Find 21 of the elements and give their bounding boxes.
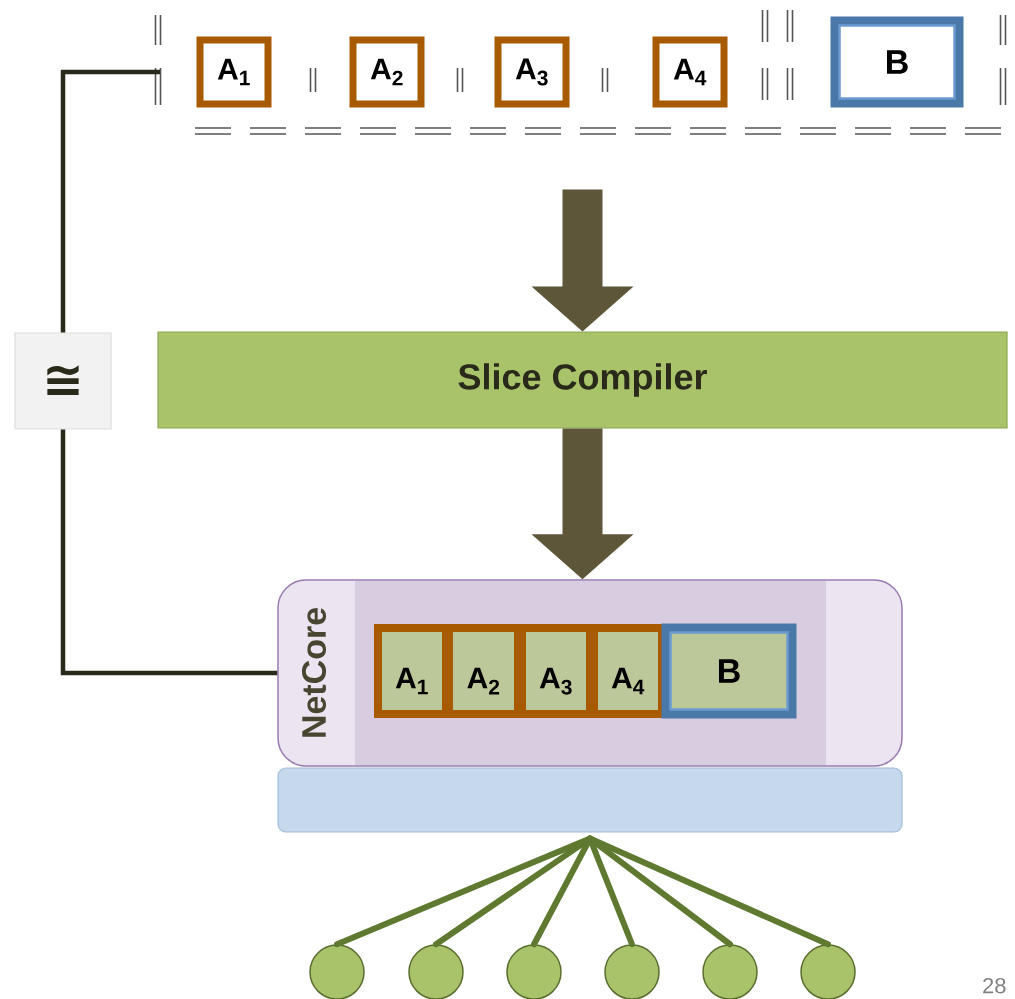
switch-circle bbox=[408, 944, 464, 999]
page-number: 28 bbox=[983, 977, 1006, 994]
connector-line bbox=[587, 835, 831, 948]
bracket-line bbox=[60, 429, 278, 676]
slice-box: B bbox=[661, 623, 797, 719]
compiler-band: Slice Compiler bbox=[157, 331, 1008, 429]
switch-circle bbox=[702, 944, 758, 999]
switch-circle bbox=[800, 944, 856, 999]
slice-box: A$_{1}$ bbox=[196, 36, 272, 108]
slice-box: A$_{2}$ bbox=[349, 36, 425, 108]
slice-box: B bbox=[830, 16, 964, 108]
congruence-box: ≅ bbox=[14, 332, 112, 430]
controller-band bbox=[277, 767, 903, 833]
slice-box: A$_{3}$ bbox=[494, 36, 570, 108]
switch-circle bbox=[604, 944, 660, 999]
switch-circle bbox=[309, 944, 365, 999]
block-arrow bbox=[531, 428, 634, 580]
slice-box: A$_{4}$ bbox=[652, 36, 728, 108]
block-arrow bbox=[531, 189, 634, 332]
switch-circle bbox=[506, 944, 562, 999]
bracket-line bbox=[60, 69, 160, 333]
